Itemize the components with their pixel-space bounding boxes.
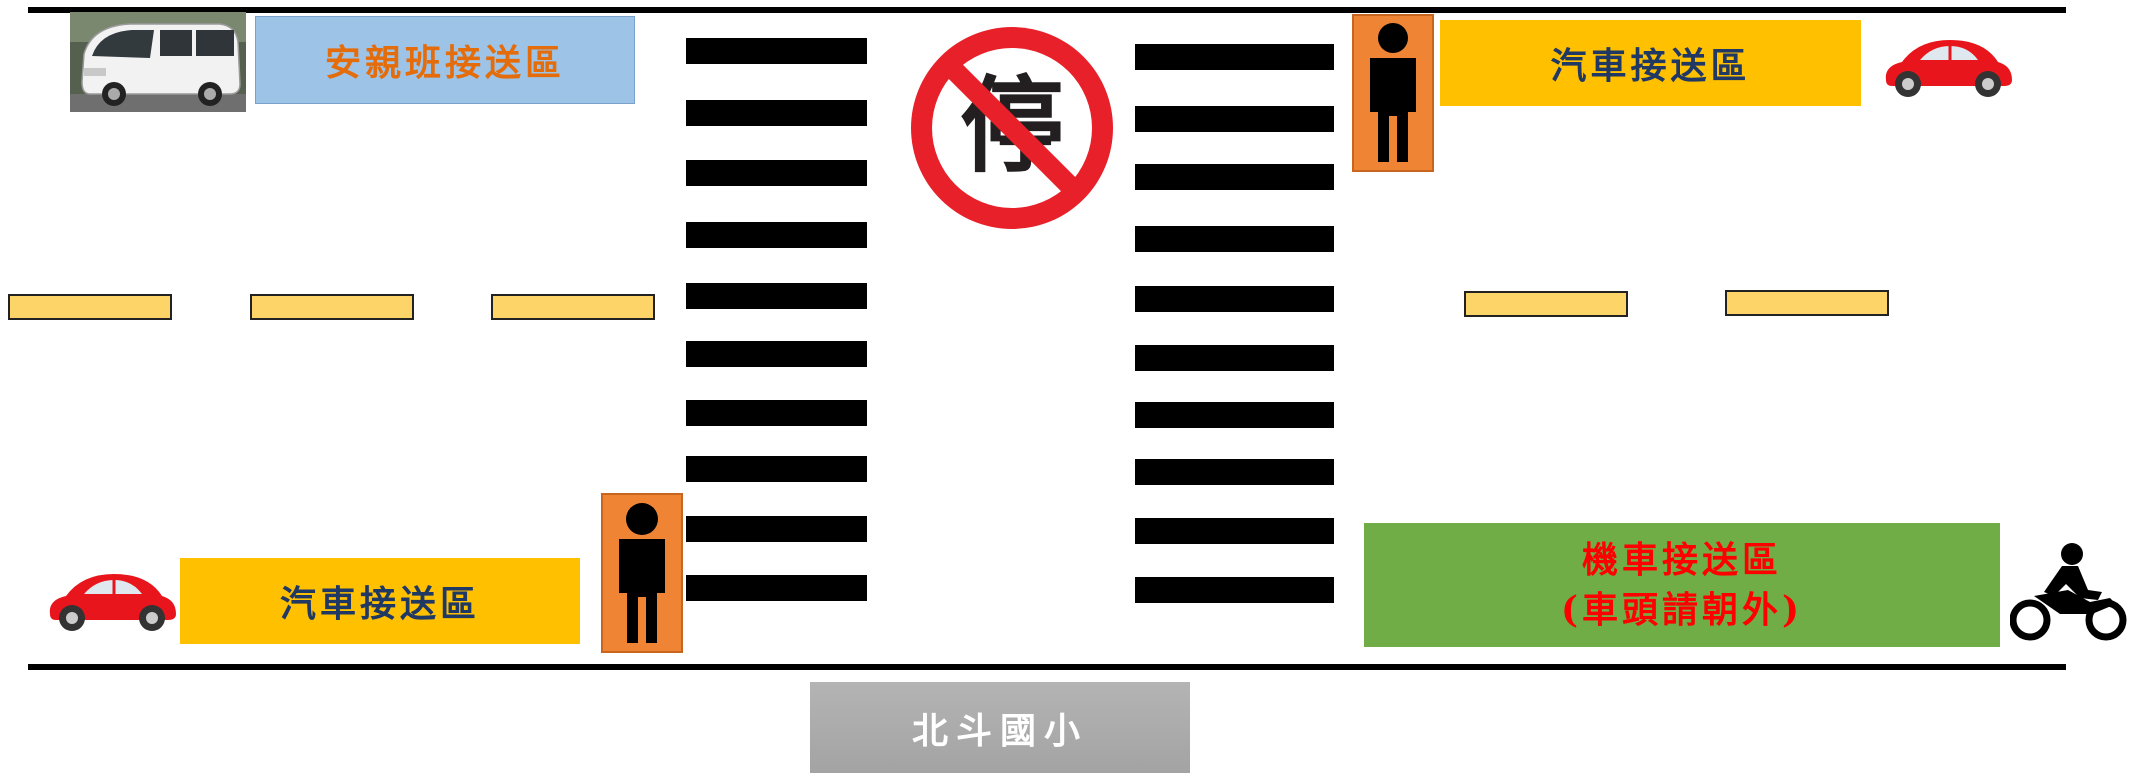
motorcycle-icon (2009, 540, 2128, 642)
crosswalk-stripe (1135, 44, 1334, 70)
pedestrian-icon (1352, 14, 1434, 172)
road-bottom-edge (28, 664, 2066, 670)
lane-dash (1725, 290, 1889, 316)
crosswalk-stripe (1135, 226, 1334, 252)
car-icon (1880, 36, 2016, 98)
crosswalk-stripe (1135, 518, 1334, 544)
no-stopping-icon: 停 (910, 26, 1114, 230)
car-zone-top-label: 汽車接送區 (1550, 45, 1751, 87)
crosswalk-stripe (686, 575, 867, 601)
crosswalk-stripe (1135, 459, 1334, 485)
motorcycle-zone-label-line1: 機車接送區 (1581, 538, 1782, 581)
after-school-zone-label: 安親班接送區 (324, 42, 565, 84)
crosswalk-stripe (1135, 286, 1334, 312)
crosswalk-stripe (1135, 402, 1334, 428)
school-name: 北斗國小 (911, 709, 1088, 752)
van-icon (70, 12, 246, 112)
pedestrian-icon (601, 493, 683, 653)
after-school-pickup-zone: 安親班接送區 (255, 16, 635, 104)
motorcycle-pickup-zone: 機車接送區 (車頭請朝外) (1364, 523, 2000, 647)
crosswalk-stripe (686, 283, 867, 309)
crosswalk-stripe (1135, 164, 1334, 190)
road-top-edge (28, 7, 2066, 13)
car-zone-bottom-label: 汽車接送區 (279, 583, 480, 625)
lane-dash (491, 294, 655, 320)
crosswalk-stripe (686, 341, 867, 367)
crosswalk-stripe (686, 222, 867, 248)
crosswalk-stripe (1135, 345, 1334, 371)
lane-dash (8, 294, 172, 320)
motorcycle-zone-label-line2: (車頭請朝外) (1560, 589, 1804, 631)
crosswalk-stripe (686, 400, 867, 426)
crosswalk-stripe (1135, 106, 1334, 132)
crosswalk-stripe (686, 516, 867, 542)
crosswalk-stripe (686, 100, 867, 126)
car-pickup-zone-top: 汽車接送區 (1440, 20, 1861, 106)
car-icon (44, 570, 180, 632)
lane-dash (250, 294, 414, 320)
school-label-box: 北斗國小 (810, 682, 1190, 773)
lane-dash (1464, 291, 1628, 317)
crosswalk-stripe (686, 456, 867, 482)
crosswalk-stripe (686, 38, 867, 64)
car-pickup-zone-bottom: 汽車接送區 (180, 558, 580, 644)
crosswalk-stripe (1135, 577, 1334, 603)
crosswalk-stripe (686, 160, 867, 186)
